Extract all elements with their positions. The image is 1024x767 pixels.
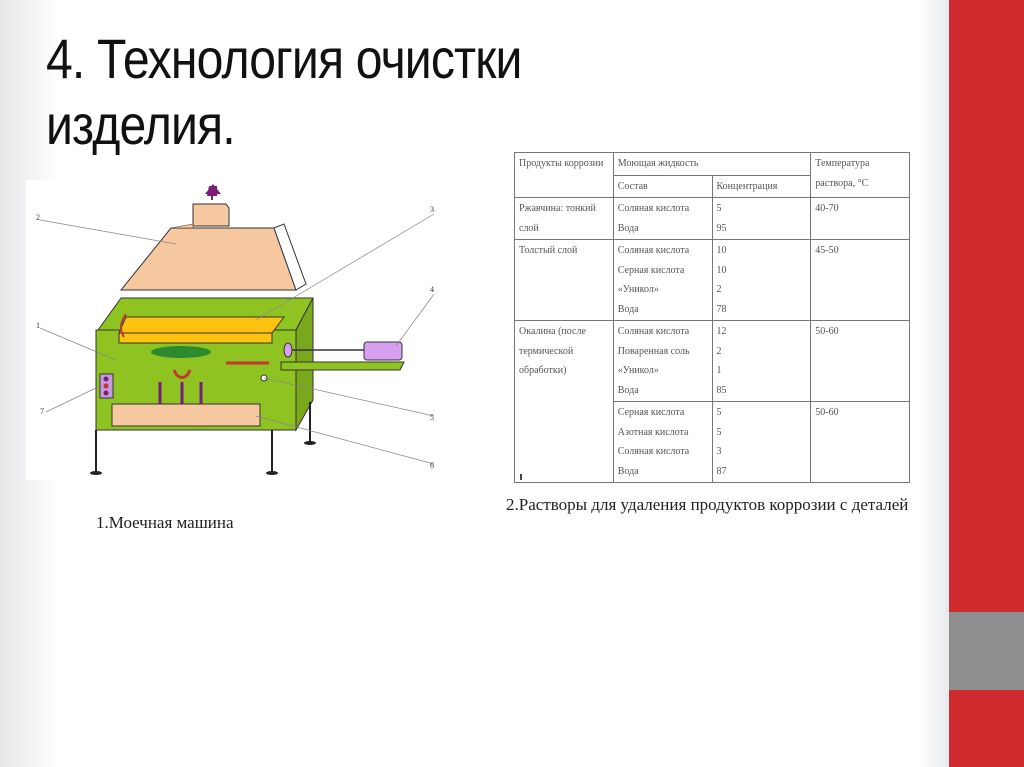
decorative-gray-block bbox=[949, 612, 1024, 690]
header-products: Продукты коррозии bbox=[514, 152, 614, 198]
header-concentration: Концентрация bbox=[711, 174, 812, 198]
figure2-caption: 2.Растворы для удаления продуктов корроз… bbox=[506, 495, 909, 514]
diagram-label: 7 bbox=[40, 407, 44, 416]
diagram-label: 1 bbox=[36, 321, 40, 330]
header-composition: Состав bbox=[612, 174, 713, 198]
diagram-label: 2 bbox=[36, 213, 40, 222]
header-washing-liquid: Моющая жидкость bbox=[612, 152, 812, 176]
figure1-caption: 1.Моечная машина bbox=[96, 513, 234, 532]
slide-title: 4. Технология очистки изделия. bbox=[46, 27, 522, 156]
diagram-label: 4 bbox=[430, 285, 434, 294]
washing-machine-diagram: 2 3 4 1 7 5 6 bbox=[26, 180, 438, 480]
diagram-label: 6 bbox=[430, 461, 434, 470]
header-temperature: Температура раствора, °С bbox=[810, 152, 910, 198]
diagram-label: 3 bbox=[430, 205, 434, 214]
diagram-label: 5 bbox=[430, 413, 434, 422]
table-row: Окалина (после термической обработки) Со… bbox=[514, 320, 910, 483]
table-artifact-mark bbox=[520, 474, 522, 480]
corrosion-solutions-table: Продукты коррозии Моющая жидкость Темпер… bbox=[514, 152, 912, 483]
